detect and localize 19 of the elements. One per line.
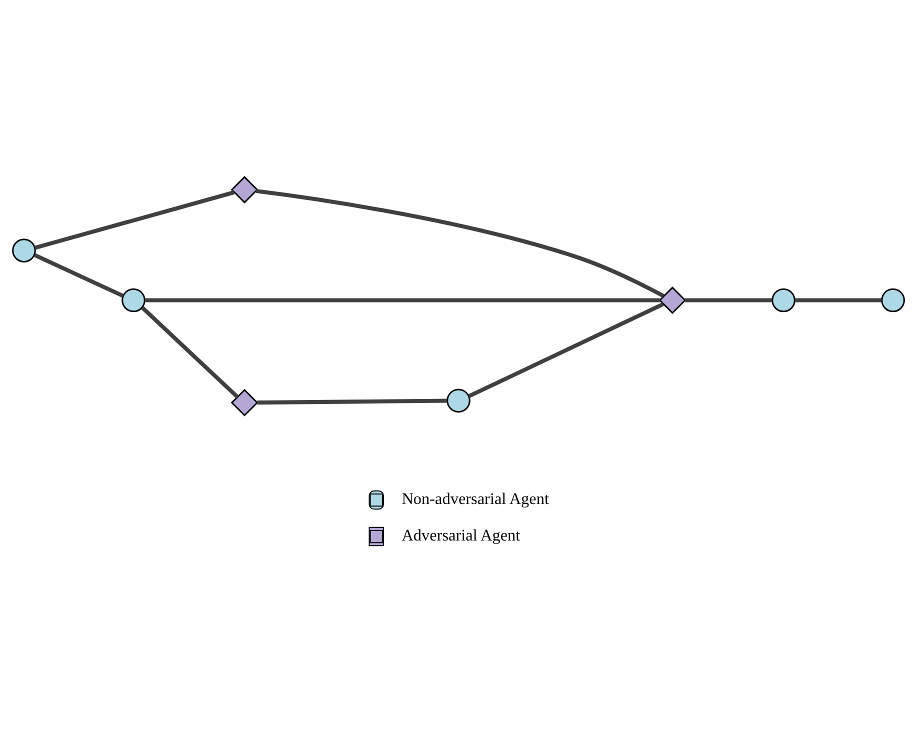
- connector: [144, 298, 660, 302]
- node-diamond: [658, 286, 686, 314]
- connector: [256, 188, 664, 298]
- node-circle: [881, 288, 905, 312]
- connector: [257, 398, 448, 404]
- node-circle: [772, 288, 796, 312]
- node-diamond: [230, 388, 258, 416]
- connector: [140, 306, 239, 398]
- node-circle: [122, 288, 146, 312]
- connector: [34, 252, 124, 298]
- node-circle: [446, 388, 470, 412]
- legend-label: Non-adversarial Agent: [402, 489, 549, 508]
- connector: [34, 190, 235, 250]
- connector: [468, 302, 664, 398]
- node-diamond: [230, 175, 258, 203]
- legend-label: Adversarial Agent: [402, 526, 520, 544]
- connector: [794, 298, 882, 302]
- node-circle: [12, 238, 36, 262]
- connector: [685, 298, 772, 302]
